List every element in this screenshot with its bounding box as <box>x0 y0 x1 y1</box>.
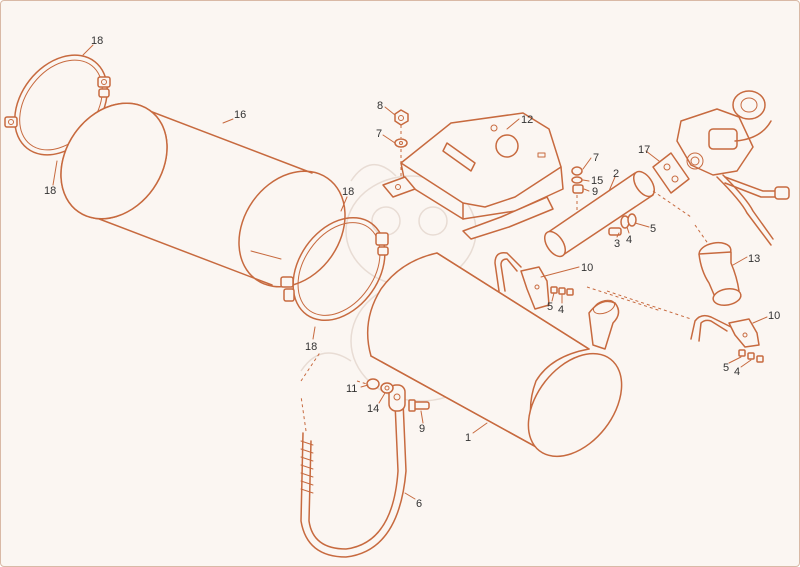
callout-17: 17 <box>638 144 650 156</box>
callout-9-right: 9 <box>592 186 598 198</box>
callout-14: 14 <box>367 403 379 415</box>
assembly-dashed-lines <box>300 125 710 432</box>
callout-18-top: 18 <box>91 35 103 47</box>
fasteners-muffler <box>366 378 430 412</box>
clamp-band-middle <box>280 216 389 322</box>
exhaust-elbow <box>698 241 742 306</box>
callout-18-left: 18 <box>44 185 56 197</box>
callout-5-pipe: 5 <box>650 223 656 235</box>
u-strap <box>300 384 407 558</box>
u-bolt-clamp-right <box>690 314 764 363</box>
callout-2: 2 <box>613 168 619 180</box>
callout-16: 16 <box>234 109 246 121</box>
callout-11: 11 <box>346 383 357 395</box>
callout-7-left: 7 <box>376 128 382 140</box>
callout-4-pipe: 4 <box>626 234 632 246</box>
callout-13: 13 <box>748 253 760 265</box>
callout-18-middle: 18 <box>342 186 354 198</box>
callout-4-center: 4 <box>558 304 564 316</box>
callout-18-bottom: 18 <box>305 341 317 353</box>
callout-9-bottom: 9 <box>419 423 425 435</box>
u-bolt-clamp-center <box>494 251 574 310</box>
callout-8: 8 <box>377 100 383 112</box>
fasteners-right-of-bracket <box>571 166 584 194</box>
flange-gasket <box>652 152 690 194</box>
mounting-bracket <box>382 112 564 240</box>
callout-6: 6 <box>416 498 422 510</box>
callout-10-center: 10 <box>581 262 593 274</box>
callout-4-right: 4 <box>734 366 740 378</box>
bolt-set-pipe <box>608 213 637 236</box>
callout-7-right: 7 <box>593 152 599 164</box>
callout-5-center: 5 <box>547 301 553 313</box>
nut-washer-8-7 <box>394 109 409 148</box>
exhaust-pipe <box>543 170 656 258</box>
leader-lines <box>52 44 768 500</box>
callout-10-right: 10 <box>768 310 780 322</box>
callout-1: 1 <box>465 432 471 444</box>
callout-12: 12 <box>521 114 533 126</box>
muffler-body <box>366 252 623 458</box>
callout-5-right: 5 <box>723 362 729 374</box>
callout-labels: 18 18 16 18 18 8 7 12 7 15 9 2 17 3 4 5 … <box>44 35 780 510</box>
callout-3: 3 <box>614 238 620 250</box>
callout-15: 15 <box>591 175 603 187</box>
turbocharger <box>676 90 790 246</box>
heat-shield-tube <box>60 102 346 288</box>
